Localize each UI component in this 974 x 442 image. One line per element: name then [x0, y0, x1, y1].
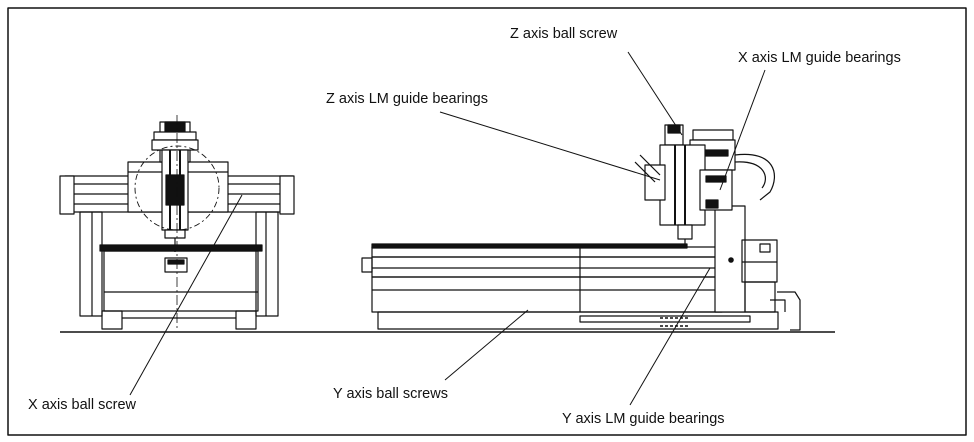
label-x-lm-guide: X axis LM guide bearings: [738, 50, 901, 66]
leader-z-ball-screw: [627, 51, 683, 136]
label-x-ball-screw: X axis ball screw: [28, 397, 137, 413]
leader-z-lm-guide: [439, 111, 661, 181]
leader-lines: [129, 51, 766, 406]
front-table-top: [99, 244, 263, 252]
front-view: [59, 115, 295, 330]
leader-x-lm-guide: [719, 69, 766, 191]
z-head: [659, 144, 706, 226]
leader-y-ball-screws: [444, 309, 529, 381]
border: [7, 7, 967, 436]
label-y-lm-guide: Y axis LM guide bearings: [562, 411, 725, 427]
label-y-ball-screws: Y axis ball screws: [333, 386, 448, 402]
side-view: [361, 124, 801, 331]
label-z-lm-guide: Z axis LM guide bearings: [326, 91, 488, 107]
leader-x-ball-screw: [129, 194, 243, 396]
label-z-ball-screw: Z axis ball screw: [510, 26, 618, 42]
leader-y-lm-guide: [629, 267, 711, 406]
